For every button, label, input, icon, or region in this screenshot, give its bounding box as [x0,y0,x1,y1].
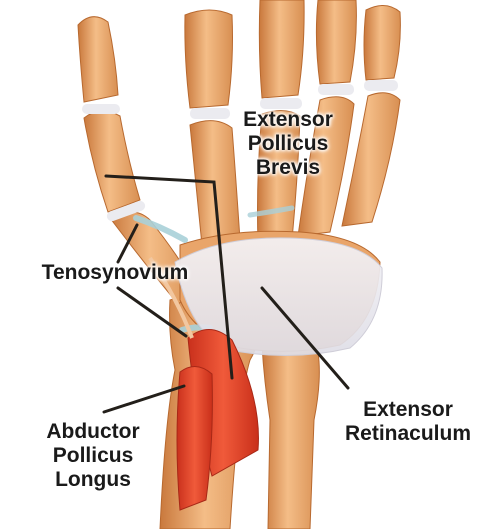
label-line: Abductor [18,420,168,444]
label-extensor-retinaculum: Extensor Retinaculum [324,398,492,446]
thumb-proximal-phalanx [84,111,140,212]
label-line: Retinaculum [324,422,492,446]
middle-finger-proximal [259,0,304,98]
thumb-distal-phalanx [78,17,118,102]
index-finger-proximal [185,10,233,108]
label-line: Longus [18,468,168,492]
label-line: Extensor [324,398,492,422]
finger-joint [364,80,398,91]
label-line: Brevis [218,156,358,180]
little-finger-proximal [364,5,400,80]
label-extensor-pollicus-brevis: Extensor Pollicus Brevis [218,108,358,180]
label-abductor-pollicus-longus: Abductor Pollicus Longus [18,420,168,492]
ulna-bone [262,343,319,529]
label-line: Pollicus [218,132,358,156]
ring-finger-proximal [316,0,356,84]
label-line: Extensor [218,108,358,132]
thumb-joint [82,104,120,114]
label-line: Pollicus [18,444,168,468]
label-line: Tenosynovium [8,261,222,285]
finger-joint [318,84,354,95]
label-tenosynovium: Tenosynovium [8,261,222,285]
